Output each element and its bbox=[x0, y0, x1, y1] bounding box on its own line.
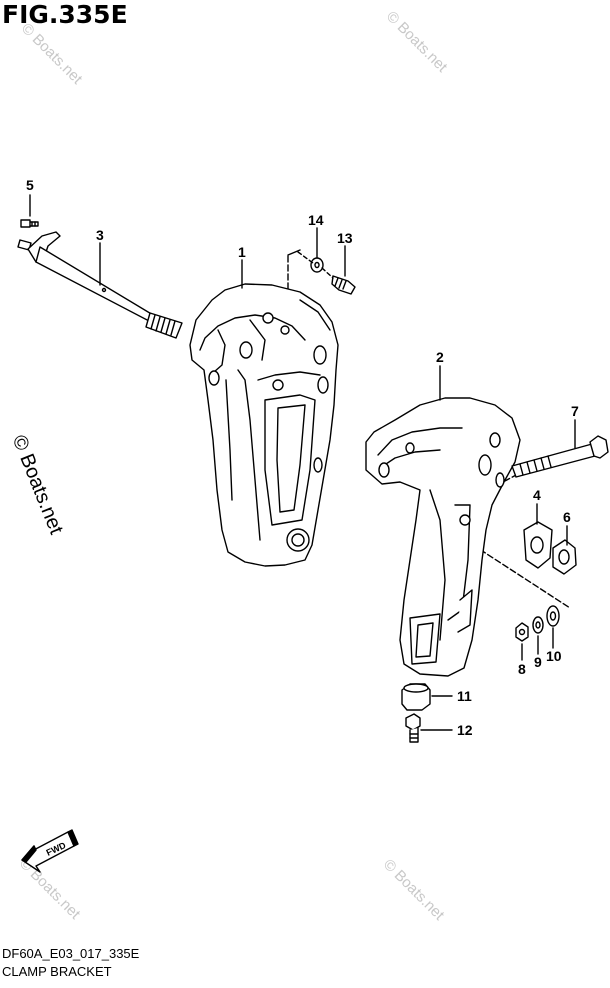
part-10-washer bbox=[546, 605, 560, 627]
part-7-bolt bbox=[511, 435, 609, 478]
callout-13: 13 bbox=[337, 230, 353, 246]
part-8-nut bbox=[515, 622, 529, 642]
part-12-bolt bbox=[405, 713, 421, 743]
part-4-plate bbox=[523, 521, 553, 569]
part-2-clamp-bracket bbox=[365, 397, 521, 677]
callout-2: 2 bbox=[436, 349, 444, 365]
part-6-nut bbox=[552, 539, 577, 575]
callout-4: 4 bbox=[533, 487, 541, 503]
diagram-caption: CLAMP BRACKET bbox=[2, 964, 112, 979]
callout-7: 7 bbox=[571, 403, 579, 419]
part-11-bushing bbox=[401, 683, 431, 711]
fwd-arrow-icon bbox=[21, 829, 79, 873]
part-5-bolt bbox=[20, 219, 39, 228]
callout-6: 6 bbox=[563, 509, 571, 525]
callout-11: 11 bbox=[457, 688, 472, 704]
callout-9: 9 bbox=[534, 654, 542, 670]
callout-10: 10 bbox=[546, 648, 562, 664]
callout-14: 14 bbox=[308, 212, 324, 228]
diagram-code: DF60A_E03_017_335E bbox=[2, 946, 140, 961]
part-14-washer bbox=[310, 257, 324, 273]
callout-1: 1 bbox=[238, 244, 246, 260]
callout-5: 5 bbox=[26, 177, 34, 193]
callout-12: 12 bbox=[457, 722, 473, 738]
part-9-washer bbox=[532, 616, 544, 634]
part-3-shaft bbox=[17, 231, 183, 339]
callout-8: 8 bbox=[518, 661, 526, 677]
part-13-bolt bbox=[331, 275, 356, 295]
part-1-clamp-bracket bbox=[189, 283, 339, 567]
figure-title: FIG.335E bbox=[2, 0, 128, 29]
callout-3: 3 bbox=[96, 227, 104, 243]
